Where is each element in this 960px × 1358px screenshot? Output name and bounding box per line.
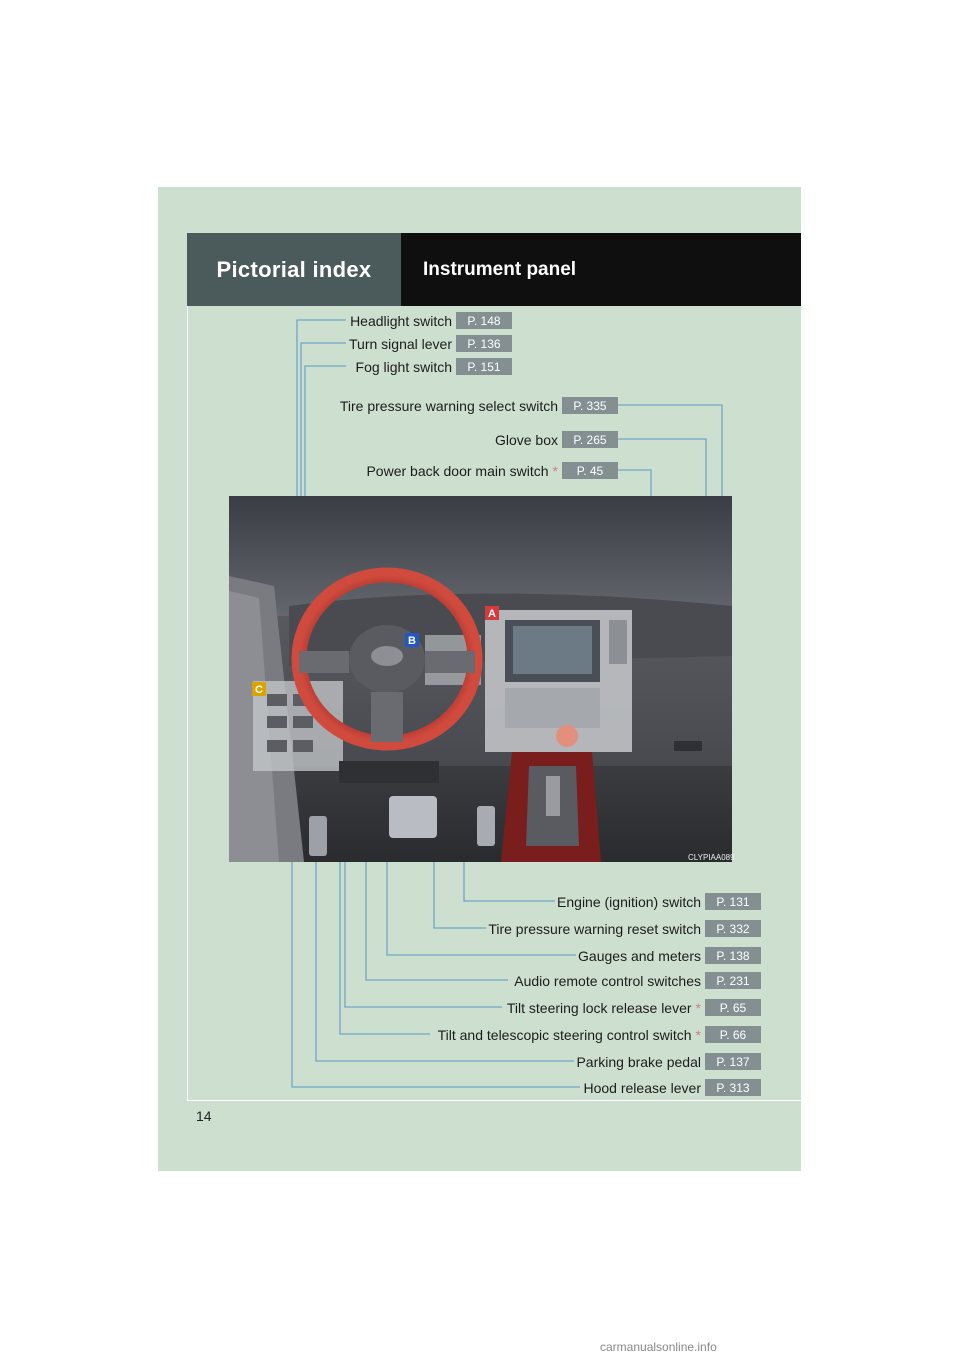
page-ref-tag[interactable]: P. 148 — [456, 312, 512, 329]
instrument-panel-photo: A B C — [229, 496, 732, 862]
callout-label: Engine (ignition) switch — [557, 893, 701, 910]
callout-parking-brake: Parking brake pedal P. 137 — [576, 1053, 761, 1070]
page-ref-tag[interactable]: P. 131 — [705, 893, 761, 910]
asterisk-note: * — [695, 999, 701, 1016]
page-ref-tag[interactable]: P. 136 — [456, 335, 512, 352]
page-ref-tag[interactable]: P. 332 — [705, 920, 761, 937]
callout-label: Tilt and telescopic steering control swi… — [437, 1026, 692, 1043]
page-ref-tag[interactable]: P. 65 — [705, 999, 761, 1016]
page-header: Pictorial index Instrument panel — [187, 233, 801, 306]
frame-divider-left — [187, 306, 188, 1101]
watermark: carmanualsonline.info — [600, 1340, 717, 1354]
callout-turn-signal-lever: Turn signal lever P. 136 — [349, 335, 512, 352]
callout-glove-box: Glove box P. 265 — [495, 431, 618, 448]
callout-label: Glove box — [494, 431, 558, 448]
section-title: Pictorial index — [187, 233, 401, 306]
callout-label: Turn signal lever — [349, 335, 452, 352]
callout-label: Hood release lever — [583, 1079, 701, 1096]
marker-b — [405, 633, 419, 647]
callout-tilt-lock-lever: Tilt steering lock release lever * P. 65 — [507, 999, 761, 1016]
asterisk-note: * — [552, 462, 558, 479]
callout-label: Gauges and meters — [578, 947, 701, 964]
frame-divider-bottom — [187, 1100, 801, 1101]
callout-label: Parking brake pedal — [576, 1053, 701, 1070]
page-ref-tag[interactable]: P. 313 — [705, 1079, 761, 1096]
page-ref-tag[interactable]: P. 66 — [705, 1026, 761, 1043]
callout-gauges-meters: Gauges and meters P. 138 — [578, 947, 761, 964]
callout-label: Headlight switch — [350, 312, 452, 329]
callout-label: Tire pressure warning reset switch — [488, 920, 701, 937]
page-ref-tag[interactable]: P. 138 — [705, 947, 761, 964]
callout-fog-light-switch: Fog light switch P. 151 — [356, 358, 512, 375]
leader-hood-release — [291, 790, 580, 1088]
callout-tire-pressure-select: Tire pressure warning select switch P. 3… — [340, 397, 618, 414]
callout-label: Tilt steering lock release lever — [506, 999, 692, 1016]
callout-tilt-telescopic: Tilt and telescopic steering control swi… — [438, 1026, 761, 1043]
callout-tire-pressure-reset: Tire pressure warning reset switch P. 33… — [488, 920, 761, 937]
marker-c-label: C — [255, 684, 263, 696]
asterisk-note: * — [695, 1026, 701, 1043]
marker-c — [252, 682, 266, 696]
leader-parking-brake — [315, 822, 574, 1062]
page-ref-tag[interactable]: P. 335 — [562, 397, 618, 414]
page-ref-tag[interactable]: P. 45 — [562, 462, 618, 479]
marker-b-label: B — [408, 635, 416, 647]
marker-a — [485, 606, 499, 620]
page-title: Instrument panel — [401, 233, 801, 306]
callout-label: Tire pressure warning select switch — [339, 397, 558, 414]
page-ref-tag[interactable]: P. 137 — [705, 1053, 761, 1070]
callout-headlight-switch: Headlight switch P. 148 — [350, 312, 512, 329]
callout-power-back-door: Power back door main switch * P. 45 — [366, 462, 618, 479]
marker-a-label: A — [488, 608, 496, 620]
callout-label: Power back door main switch — [366, 462, 549, 479]
callout-label: Audio remote control switches — [514, 972, 701, 989]
page-ref-tag[interactable]: P. 265 — [562, 431, 618, 448]
page-ref-tag[interactable]: P. 231 — [705, 972, 761, 989]
callout-label: Fog light switch — [355, 358, 452, 375]
callout-audio-remote: Audio remote control switches P. 231 — [514, 972, 761, 989]
callout-engine-switch: Engine (ignition) switch P. 131 — [557, 893, 761, 910]
page-ref-tag[interactable]: P. 151 — [456, 358, 512, 375]
callout-hood-release: Hood release lever P. 313 — [583, 1079, 761, 1096]
page-number: 14 — [196, 1108, 212, 1124]
image-code: CLYPIAA089 — [688, 853, 735, 862]
